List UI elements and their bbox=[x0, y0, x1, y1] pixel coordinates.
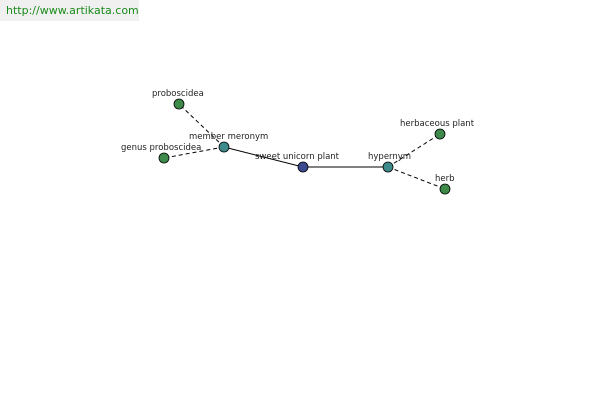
label-member-meronym: member meronym bbox=[189, 132, 268, 142]
label-sweet-unicorn-plant: sweet unicorn plant bbox=[255, 152, 340, 162]
node-herbaceous-plant[interactable] bbox=[434, 128, 446, 140]
node-hypernym[interactable] bbox=[382, 161, 394, 173]
node-proboscidea[interactable] bbox=[173, 98, 185, 110]
label-proboscidea: proboscidea bbox=[152, 89, 204, 99]
label-herb: herb bbox=[435, 174, 455, 184]
edge-member-meronym-proboscidea bbox=[178, 103, 225, 148]
edge-hypernym-herbaceous-plant bbox=[387, 133, 441, 168]
node-genus-proboscidea[interactable] bbox=[158, 152, 170, 164]
source-url[interactable]: http://www.artikata.com bbox=[0, 0, 139, 21]
node-herb[interactable] bbox=[439, 183, 451, 195]
node-member-meronym[interactable] bbox=[218, 141, 230, 153]
label-herbaceous-plant: herbaceous plant bbox=[400, 119, 475, 129]
node-sweet-unicorn-plant[interactable] bbox=[297, 161, 309, 173]
edge-hypernym-herb bbox=[387, 166, 446, 190]
edge-member-meronym-genus-proboscidea bbox=[163, 146, 225, 159]
label-hypernym: hypernym bbox=[368, 152, 411, 162]
label-genus-proboscidea: genus proboscidea bbox=[121, 143, 201, 153]
edge-center-member-meronym bbox=[223, 146, 304, 168]
